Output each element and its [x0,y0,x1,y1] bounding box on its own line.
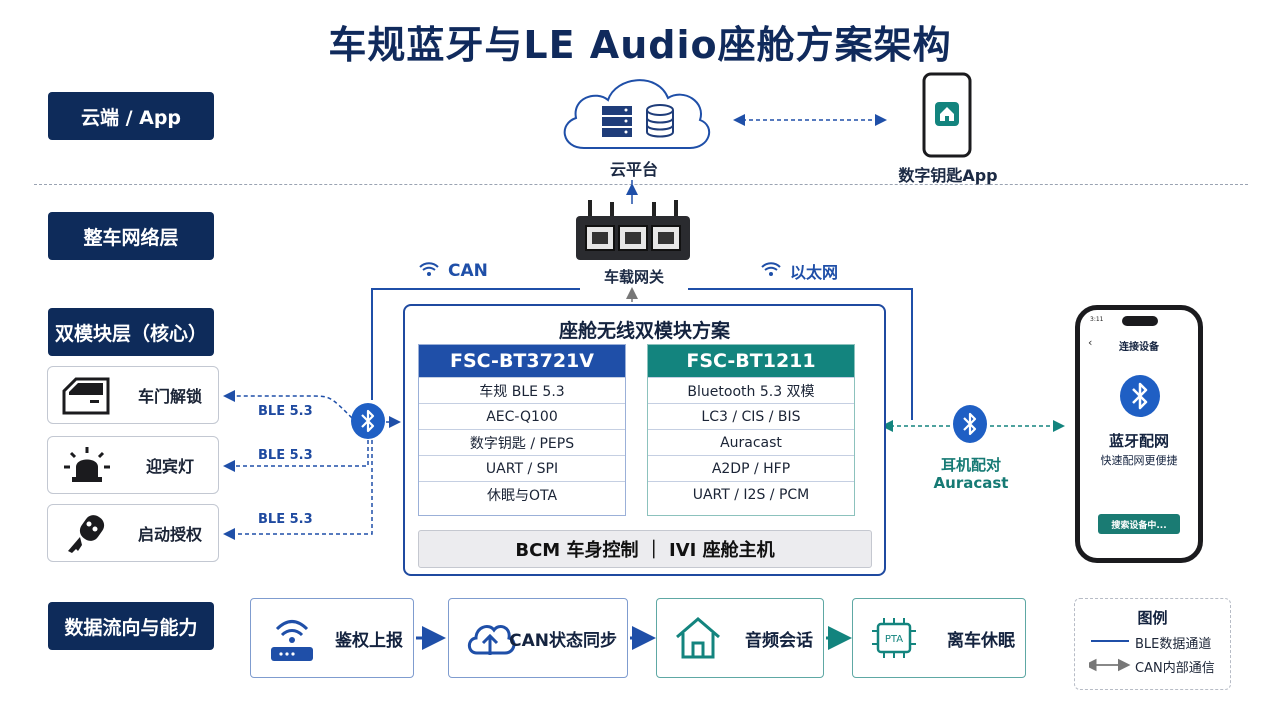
flow-auth-report: 鉴权上报 [250,598,414,678]
pta-chip-icon: PTA [867,611,921,665]
chip-spec: AEC-Q100 [419,403,625,429]
chip-name: FSC-BT1211 [648,345,854,377]
chip-fsc-bt1211: FSC-BT1211 Bluetooth 5.3 双模 LC3 / CIS / … [647,344,855,516]
back-icon[interactable]: ‹ [1088,336,1093,349]
page-title: 车规蓝牙与LE Audio座舱方案架构 [328,23,952,67]
legend: 图例 BLE数据通道 CAN内部通信 [1074,598,1231,690]
phone-mockup: 3:11 ‹ 连接设备 蓝牙配网 快速配网更便捷 搜索设备中... [1075,305,1203,563]
bluetooth-icon [1119,374,1161,418]
wifi-router-icon [265,611,319,665]
device-start-auth: 启动授权 [47,504,219,562]
ble-link-label: BLE 5.3 [258,404,313,419]
ble-link-label: BLE 5.3 [258,448,313,463]
flow-label: 鉴权上报 [335,630,403,651]
legend-ble: BLE数据通道 [1135,637,1212,652]
module-title: 座舱无线双模块方案 [558,320,730,342]
search-devices-button[interactable]: 搜索设备中... [1098,514,1180,534]
chip-fsc-bt3721v: FSC-BT3721V 车规 BLE 5.3 AEC-Q100 数字钥匙 / P… [418,344,626,516]
chip-spec: 休眠与OTA [419,481,625,507]
chip-spec: A2DP / HFP [648,455,854,481]
bcm-ivi-bar: BCM 车身控制 ｜ IVI 座舱主机 [418,530,872,568]
pairing-label: 耳机配对 [940,456,1001,474]
flow-label: CAN状态同步 [509,630,617,651]
chip-spec: 数字钥匙 / PEPS [419,429,625,455]
wifi-icon [418,261,440,281]
svg-text:PTA: PTA [885,634,903,645]
legend-title: 图例 [1137,609,1168,627]
cloud-divider [34,184,1248,185]
legend-can: CAN内部通信 [1135,661,1215,676]
device-label: 迎宾灯 [145,457,194,476]
device-label: 启动授权 [137,525,202,544]
layer-tag-vehicle-network: 整车网络层 [48,212,214,260]
digital-key-phone-icon [922,72,972,158]
gateway-router-icon [574,198,692,262]
bluetooth-icon [350,402,386,440]
can-link-label: CAN [418,260,518,282]
chip-spec: Bluetooth 5.3 双模 [648,377,854,403]
phone-header: 连接设备 [1119,342,1159,353]
chip-spec: UART / SPI [419,455,625,481]
ethernet-link-label: 以太网 [760,260,880,282]
wifi-icon [760,261,782,281]
flow-label: 音频会话 [745,630,813,651]
bluetooth-icon [952,404,988,444]
welcome-light-icon [58,443,116,487]
car-key-icon [58,511,116,555]
layer-tag-cloud: 云端 / App [48,92,214,140]
chip-spec: UART / I2S / PCM [648,481,854,507]
flow-label: 离车休眠 [947,630,1015,651]
home-icon [671,611,725,665]
cloud-platform-icon [554,68,716,154]
phone-notch [1122,316,1158,326]
digital-key-app-label: 数字钥匙App [898,166,998,185]
auracast-label: Auracast [933,474,1009,492]
gateway-label: 车载网关 [603,268,664,286]
device-label: 车门解锁 [137,387,202,406]
chip-spec: Auracast [648,429,854,455]
device-welcome-light: 迎宾灯 [47,436,219,494]
car-door-icon [58,373,116,417]
phone-time: 3:11 [1090,316,1104,323]
layer-tag-dual-mode: 双模块层（核心） [48,308,214,356]
chip-name: FSC-BT3721V [419,345,625,377]
dual-module-box: 座舱无线双模块方案 FSC-BT3721V 车规 BLE 5.3 AEC-Q10… [403,304,886,576]
device-door-unlock: 车门解锁 [47,366,219,424]
ble-link-label: BLE 5.3 [258,512,313,527]
cloud-platform-label: 云平台 [609,160,658,179]
flow-audio-session: 音频会话 [656,598,824,678]
layer-tag-data-flow: 数据流向与能力 [48,602,214,650]
phone-title: 蓝牙配网 [1108,432,1169,450]
chip-spec: LC3 / CIS / BIS [648,403,854,429]
legend-swatches [1089,640,1131,672]
flow-sleep: PTA 离车休眠 [852,598,1026,678]
phone-subtitle: 快速配网更便捷 [1100,454,1178,467]
cloud-upload-icon [463,611,517,665]
flow-can-sync: CAN状态同步 [448,598,628,678]
chip-spec: 车规 BLE 5.3 [419,377,625,403]
